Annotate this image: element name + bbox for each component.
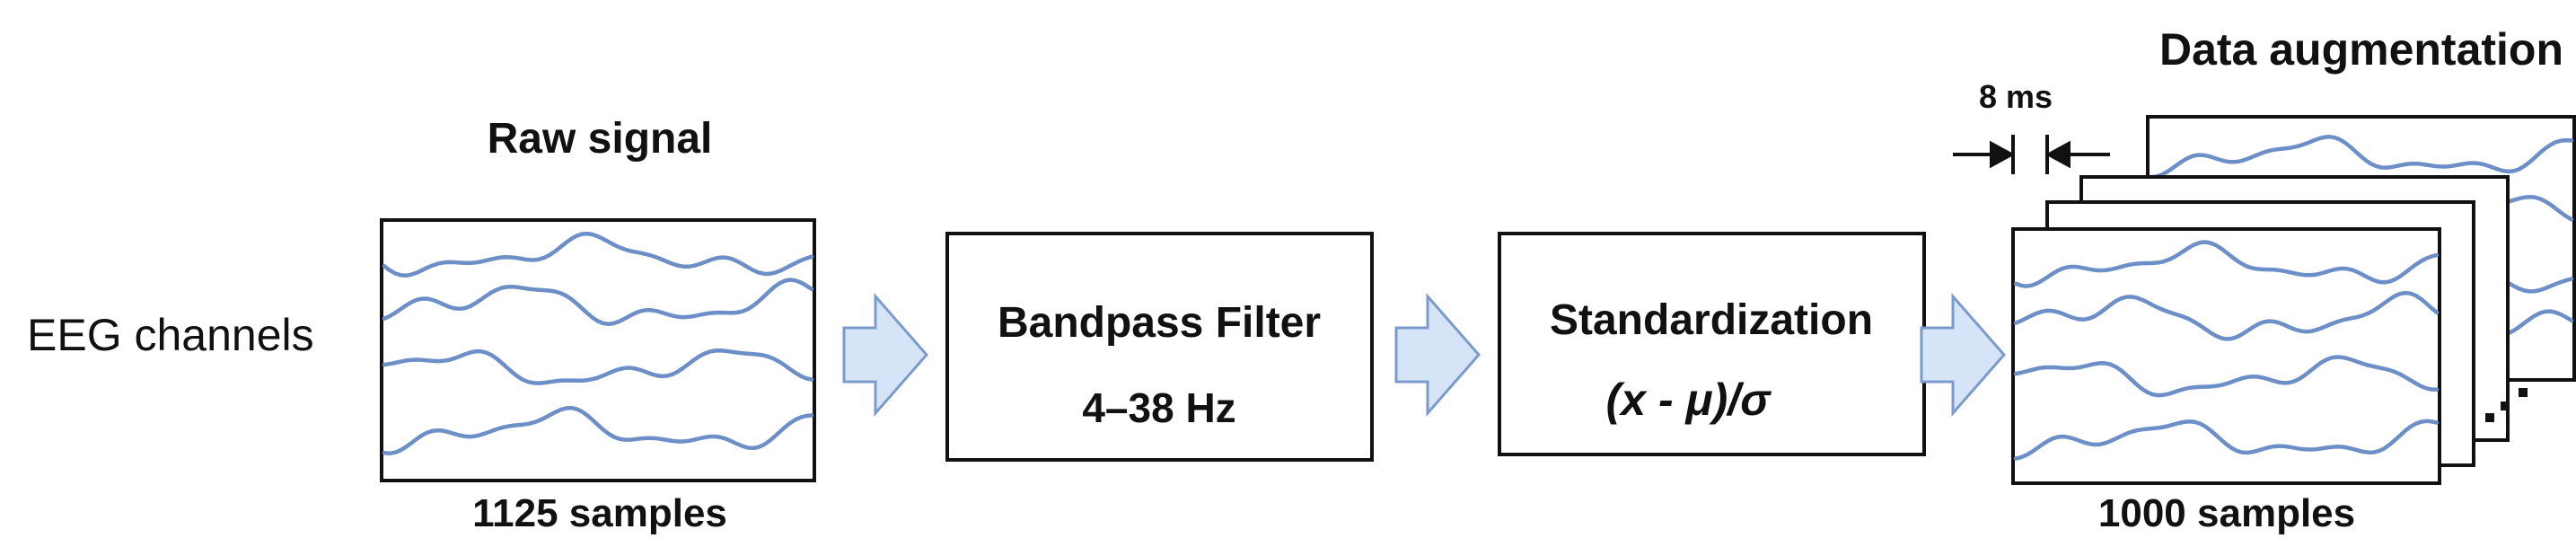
augmented-trace-4 <box>2013 419 2440 461</box>
augmented-back-trace-1 <box>2148 135 2574 180</box>
stack-ellipsis <box>2485 388 2528 422</box>
flow-arrow-1 <box>842 293 928 417</box>
raw-signal-trace-3 <box>382 348 814 385</box>
augmented-front-waves <box>2013 240 2440 461</box>
standardization-label: Standardization <box>1550 296 1873 344</box>
raw-signal-trace-4 <box>382 405 814 456</box>
bandpass-filter-box <box>945 232 1374 462</box>
augmentation-samples-label: 1000 samples <box>2098 491 2355 535</box>
raw-signal-trace-2 <box>382 278 814 327</box>
raw-signal-box <box>380 218 816 482</box>
raw-signal-title: Raw signal <box>488 115 713 163</box>
standardization-formula: (x - μ)/σ <box>1606 375 1772 425</box>
shift-label: 8 ms <box>1979 78 2053 115</box>
bandpass-filter-label: Bandpass Filter <box>998 299 1321 347</box>
shift-indicator <box>1953 135 2110 174</box>
augmented-trace-2 <box>2013 290 2440 341</box>
eeg-channels-label: EEG channels <box>27 310 314 360</box>
flow-arrow-2 <box>1394 293 1481 417</box>
raw-signal-trace-1 <box>382 231 814 278</box>
augmented-trace-1 <box>2013 240 2440 288</box>
raw-signal-waves <box>382 231 814 456</box>
standardization-box <box>1498 232 1926 456</box>
augmentation-title: Data augmentation <box>2159 24 2563 75</box>
augmented-window-1 <box>2011 227 2441 485</box>
flow-arrow-3 <box>1920 293 2006 417</box>
raw-samples-label: 1125 samples <box>472 491 727 535</box>
bandpass-range-label: 4–38 Hz <box>1082 384 1235 431</box>
augmented-trace-3 <box>2013 355 2440 398</box>
